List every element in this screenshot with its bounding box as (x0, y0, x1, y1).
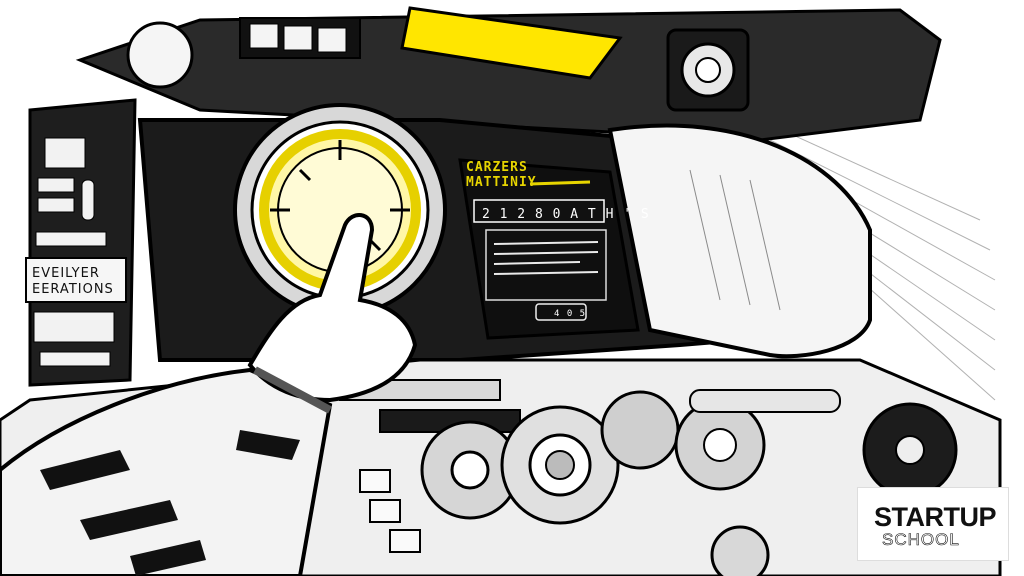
sleeve-stripes (40, 430, 300, 576)
side-label: EVEILYER EERATIONS (32, 266, 114, 298)
right-housing (607, 123, 872, 359)
pipe (689, 389, 841, 413)
screen-title-line2: MATTINIY (466, 175, 537, 190)
mug-icon (44, 137, 86, 169)
screen-title: CARZERS MATTINIY (466, 160, 537, 190)
screen-footer: 4 0 5 (554, 309, 587, 319)
logo-main-text: STARTUP (874, 502, 997, 532)
side-label-line1: EVEILYER (32, 266, 100, 281)
side-label-plate (25, 257, 127, 303)
gear-icon (500, 405, 620, 525)
logo-sub-text: SCHOOL (882, 530, 960, 550)
top-yellow-light (400, 6, 623, 80)
gear-icon (674, 399, 766, 491)
gear-icon (600, 390, 680, 470)
hand (247, 213, 418, 403)
screen-title-line1: CARZERS (466, 160, 528, 175)
side-label-line2: EERATIONS (32, 282, 114, 297)
screen-readout: 2 1 2 8 0 A T H ' S (482, 207, 650, 222)
top-gauge (126, 21, 194, 89)
fan-icon (862, 402, 958, 498)
startup-school-logo: STARTUP SCHOOL (858, 488, 1008, 560)
gear-icon (710, 525, 770, 576)
